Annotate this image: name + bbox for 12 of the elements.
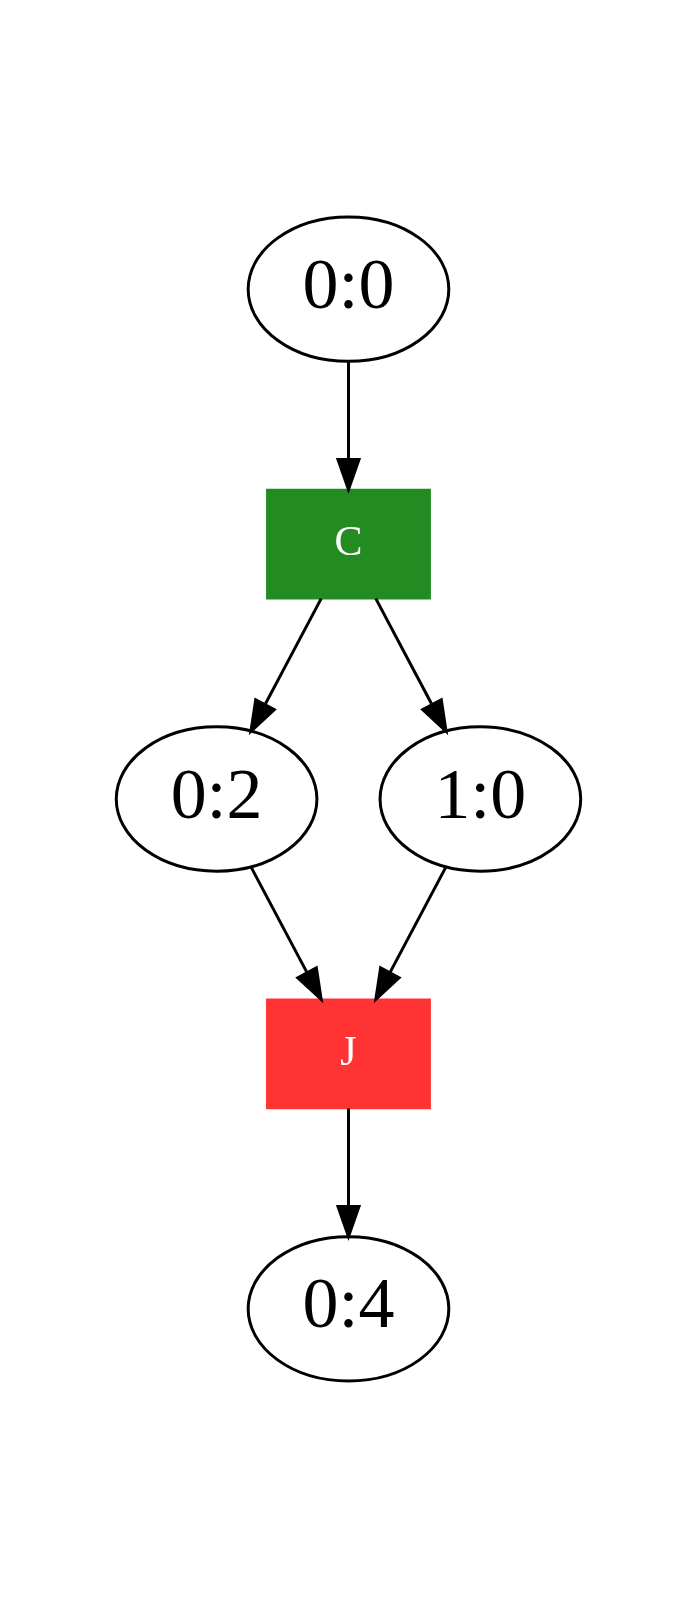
node-box: J: [265, 997, 431, 1109]
arrow: [374, 597, 448, 735]
arrow: [335, 1107, 361, 1241]
node-ellipse: 0:0: [246, 215, 450, 363]
arrow: [249, 866, 323, 1003]
arrow: [373, 866, 447, 1003]
node-ellipse: 0:4: [246, 1234, 450, 1382]
node-ellipse: 0:2: [114, 724, 318, 873]
node-box: C: [265, 488, 431, 600]
arrow: [248, 597, 322, 735]
arrow: [335, 361, 361, 494]
node-ellipse: 1:0: [378, 724, 582, 873]
